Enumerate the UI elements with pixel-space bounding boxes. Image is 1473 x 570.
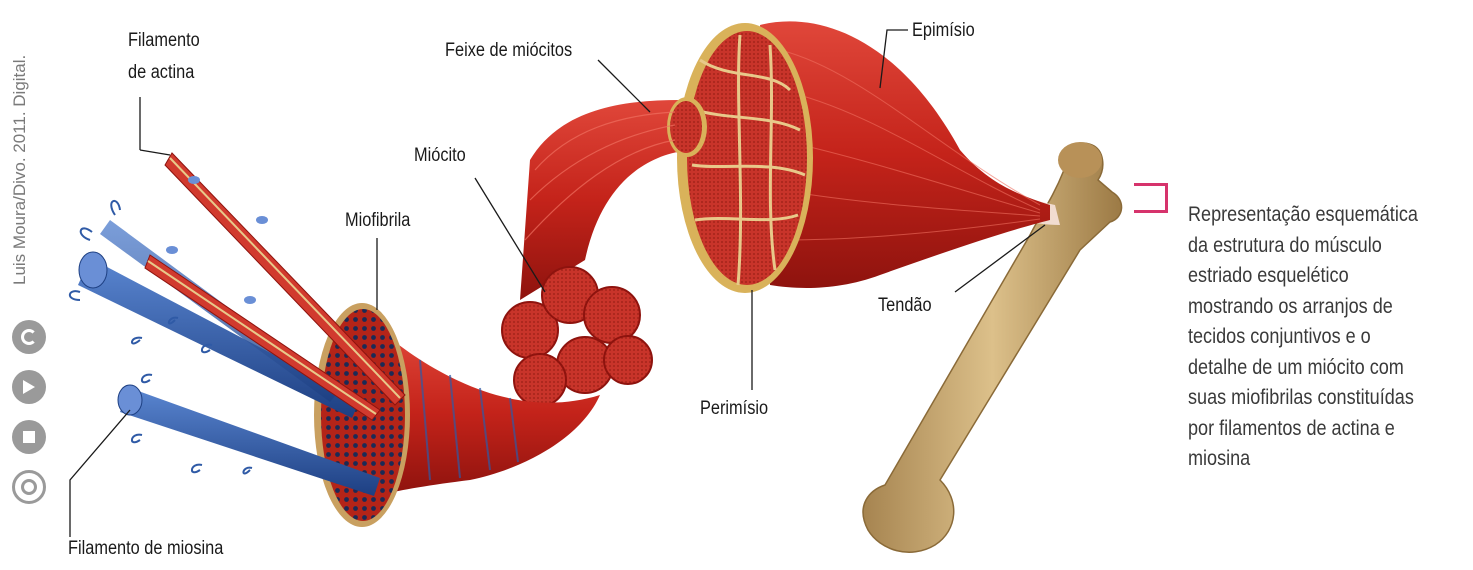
label-actin-line2: de actina (128, 62, 194, 84)
label-perimisio: Perimísio (700, 398, 768, 420)
image-credit: Luis Moura/Divo. 2011. Digital. (10, 55, 30, 285)
stop-icon (12, 420, 46, 454)
caption-line: da estrutura do músculo (1188, 231, 1437, 262)
label-miocito: Miócito (414, 145, 466, 167)
caption-line: tecidos conjuntivos e o (1188, 322, 1437, 353)
caption-line: miosina (1188, 444, 1437, 475)
caption-line: estriado esquelético (1188, 261, 1437, 292)
fascicle (520, 97, 707, 300)
caption-bracket (1134, 183, 1168, 213)
label-feixe: Feixe de miócitos (445, 40, 572, 62)
label-actin-line1: Filamento (128, 30, 200, 52)
caption-line: mostrando os arranjos de (1188, 292, 1437, 323)
label-tendao: Tendão (878, 295, 932, 317)
caption-line: suas miofibrilas constituídas (1188, 383, 1437, 414)
reuse-icon (12, 320, 46, 354)
caption: Representação esquemática da estrutura d… (1188, 200, 1437, 475)
caption-line: detalhe de um miócito com (1188, 353, 1437, 384)
audio-icon (12, 370, 46, 404)
label-miosina: Filamento de miosina (68, 538, 223, 560)
caption-line: Representação esquemática (1188, 200, 1437, 231)
label-epimisio: Epimísio (912, 20, 975, 42)
label-miofibrila: Miofibrila (345, 210, 410, 232)
myofibril-cross-section (314, 303, 410, 527)
spiral-icon (12, 470, 46, 504)
icon-column (12, 320, 46, 504)
caption-line: por filamentos de actina e (1188, 414, 1437, 445)
muscle-cross-section (677, 23, 813, 293)
